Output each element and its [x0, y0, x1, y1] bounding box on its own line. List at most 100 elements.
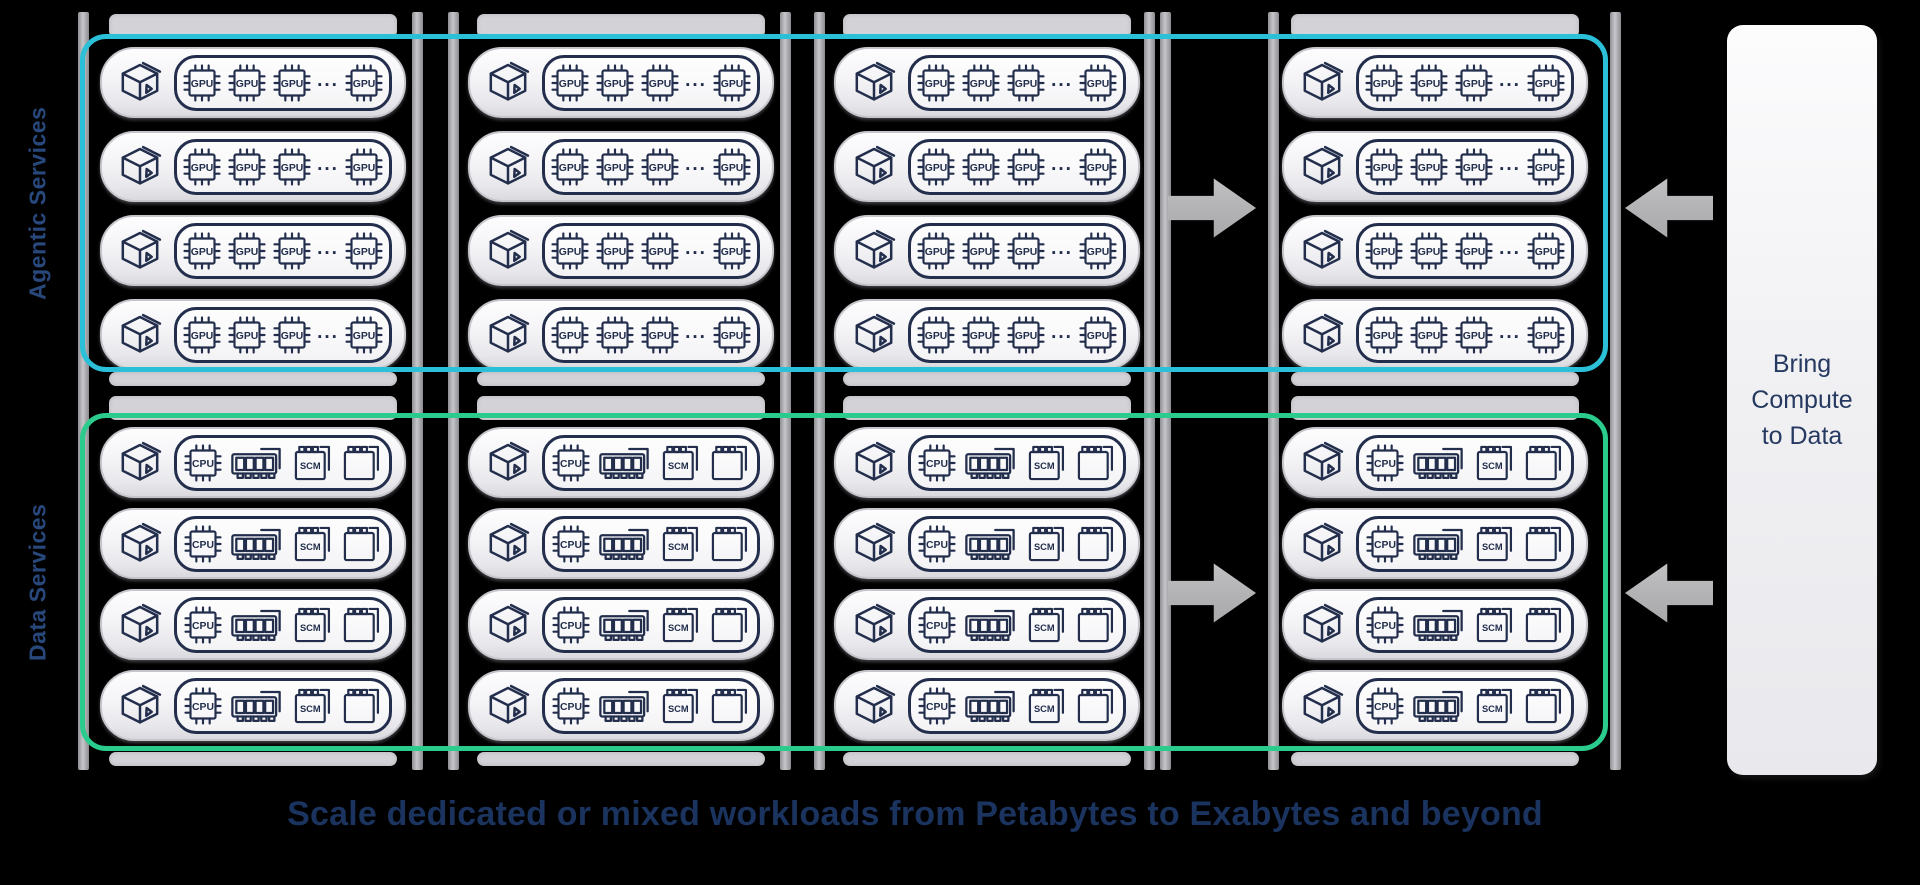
gpu-chip-label: GPU — [1373, 162, 1396, 173]
rack-cap — [109, 372, 397, 386]
rack-rail — [78, 12, 89, 770]
cpu-chip-icon: CPU — [184, 524, 222, 563]
blank-drive-icon — [1078, 688, 1114, 723]
gpu-chip-label: GPU — [353, 78, 376, 89]
cpu-storage-server-row: CPU — [834, 427, 1140, 498]
gpu-chip-icon: GPU — [962, 147, 1000, 186]
gpu-chip-icon: GPU — [273, 63, 311, 102]
memory-dimm-icon — [231, 690, 281, 722]
gpu-chip-icon: GPU — [183, 315, 221, 354]
server-rack: CPU — [834, 396, 1140, 770]
cpu-chip-label: CPU — [1374, 458, 1396, 469]
server-rack: GPU GPU GPU ... — [100, 14, 406, 386]
scm-drive-icon: SCM — [1476, 526, 1512, 561]
gpu-chip-label: GPU — [970, 330, 993, 341]
ellipsis: ... — [1051, 70, 1073, 91]
cpu-storage-server-row: CPU — [468, 589, 774, 660]
scm-drive-label: SCM — [668, 622, 689, 632]
memory-dimm-icon — [1413, 528, 1463, 560]
memory-dimm-icon — [599, 690, 649, 722]
gpu-chip-icon: GPU — [1365, 231, 1403, 270]
scm-drive-label: SCM — [300, 541, 321, 551]
cpu-storage-group: CPU — [542, 677, 760, 734]
blank-drive-icon — [1526, 445, 1562, 480]
cpu-chip-label: CPU — [926, 701, 948, 712]
gpu-chip-label: GPU — [970, 78, 993, 89]
gpu-chip-icon: GPU — [345, 147, 383, 186]
cpu-chip-icon: CPU — [552, 524, 590, 563]
cube-logo-icon — [855, 603, 896, 643]
cube-logo-icon — [489, 522, 530, 562]
cpu-chip-label: CPU — [560, 458, 582, 469]
ellipsis: ... — [1051, 238, 1073, 259]
cube-logo-icon — [855, 313, 896, 353]
gpu-chip-label: GPU — [721, 162, 744, 173]
gpu-chip-label: GPU — [1373, 78, 1396, 89]
cpu-storage-group: CPU — [908, 677, 1126, 734]
cube-logo-icon — [1303, 522, 1344, 562]
gpu-chip-group: GPU GPU GPU ... — [908, 306, 1126, 363]
gpu-chip-icon: GPU — [1079, 63, 1117, 102]
blank-drive-icon — [712, 526, 748, 561]
gpu-chip-icon: GPU — [1455, 63, 1493, 102]
cpu-storage-group: CPU — [1356, 677, 1574, 734]
cube-logo-icon — [489, 313, 530, 353]
cpu-storage-server-row: CPU — [1282, 508, 1588, 579]
gpu-chip-icon: GPU — [345, 315, 383, 354]
server-rack: GPU GPU GPU ... — [468, 14, 774, 386]
blank-drive-icon — [1078, 445, 1114, 480]
blank-drive-icon — [344, 607, 380, 642]
gpu-server-row: GPU GPU GPU ... — [1282, 299, 1588, 370]
scm-drive-icon: SCM — [662, 526, 698, 561]
gpu-chip-icon: GPU — [1007, 315, 1045, 354]
rack-rail — [814, 12, 825, 770]
cube-logo-icon — [855, 441, 896, 481]
memory-dimm-icon — [965, 528, 1015, 560]
gpu-server-row: GPU GPU GPU ... — [468, 299, 774, 370]
blank-drive-icon — [344, 445, 380, 480]
gpu-chip-icon: GPU — [1007, 231, 1045, 270]
cube-logo-icon — [855, 229, 896, 269]
cube-logo-icon — [855, 145, 896, 185]
ellipsis: ... — [1051, 322, 1073, 343]
cube-logo-icon — [1303, 441, 1344, 481]
cpu-chip-icon: CPU — [1366, 524, 1404, 563]
cpu-chip-label: CPU — [1374, 620, 1396, 631]
gpu-chip-label: GPU — [925, 162, 948, 173]
scm-drive-label: SCM — [300, 703, 321, 713]
gpu-chip-label: GPU — [1015, 78, 1038, 89]
gpu-chip-icon: GPU — [641, 147, 679, 186]
gpu-chip-group: GPU GPU GPU ... — [174, 138, 392, 195]
gpu-chip-icon: GPU — [183, 63, 221, 102]
gpu-server-row: GPU GPU GPU ... — [1282, 47, 1588, 118]
gpu-chip-label: GPU — [1087, 330, 1110, 341]
rack-cap — [843, 14, 1131, 38]
gpu-chip-label: GPU — [1087, 162, 1110, 173]
cube-logo-icon — [1303, 145, 1344, 185]
scm-drive-label: SCM — [1482, 703, 1503, 713]
gpu-chip-icon: GPU — [183, 231, 221, 270]
cpu-chip-icon: CPU — [184, 605, 222, 644]
cpu-chip-icon: CPU — [918, 443, 956, 482]
cpu-storage-group: CPU — [908, 434, 1126, 491]
cpu-storage-group: CPU — [542, 434, 760, 491]
cpu-chip-icon: CPU — [1366, 443, 1404, 482]
gpu-chip-icon: GPU — [1365, 63, 1403, 102]
gpu-chip-group: GPU GPU GPU ... — [174, 306, 392, 363]
memory-dimm-icon — [231, 609, 281, 641]
cpu-chip-icon: CPU — [552, 686, 590, 725]
gpu-chip-icon: GPU — [273, 231, 311, 270]
gpu-chip-label: GPU — [559, 246, 582, 257]
gpu-chip-label: GPU — [559, 78, 582, 89]
cpu-chip-icon: CPU — [184, 443, 222, 482]
cpu-chip-label: CPU — [192, 539, 214, 550]
cpu-storage-group: CPU — [908, 596, 1126, 653]
cpu-storage-group: CPU — [174, 596, 392, 653]
server-rack: GPU GPU GPU ... — [834, 14, 1140, 386]
gpu-server-row: GPU GPU GPU ... — [834, 131, 1140, 202]
gpu-server-row: GPU GPU GPU ... — [834, 47, 1140, 118]
gpu-chip-group: GPU GPU GPU ... — [1356, 138, 1574, 195]
gpu-chip-icon: GPU — [596, 231, 634, 270]
cpu-chip-icon: CPU — [1366, 686, 1404, 725]
gpu-chip-label: GPU — [1087, 246, 1110, 257]
